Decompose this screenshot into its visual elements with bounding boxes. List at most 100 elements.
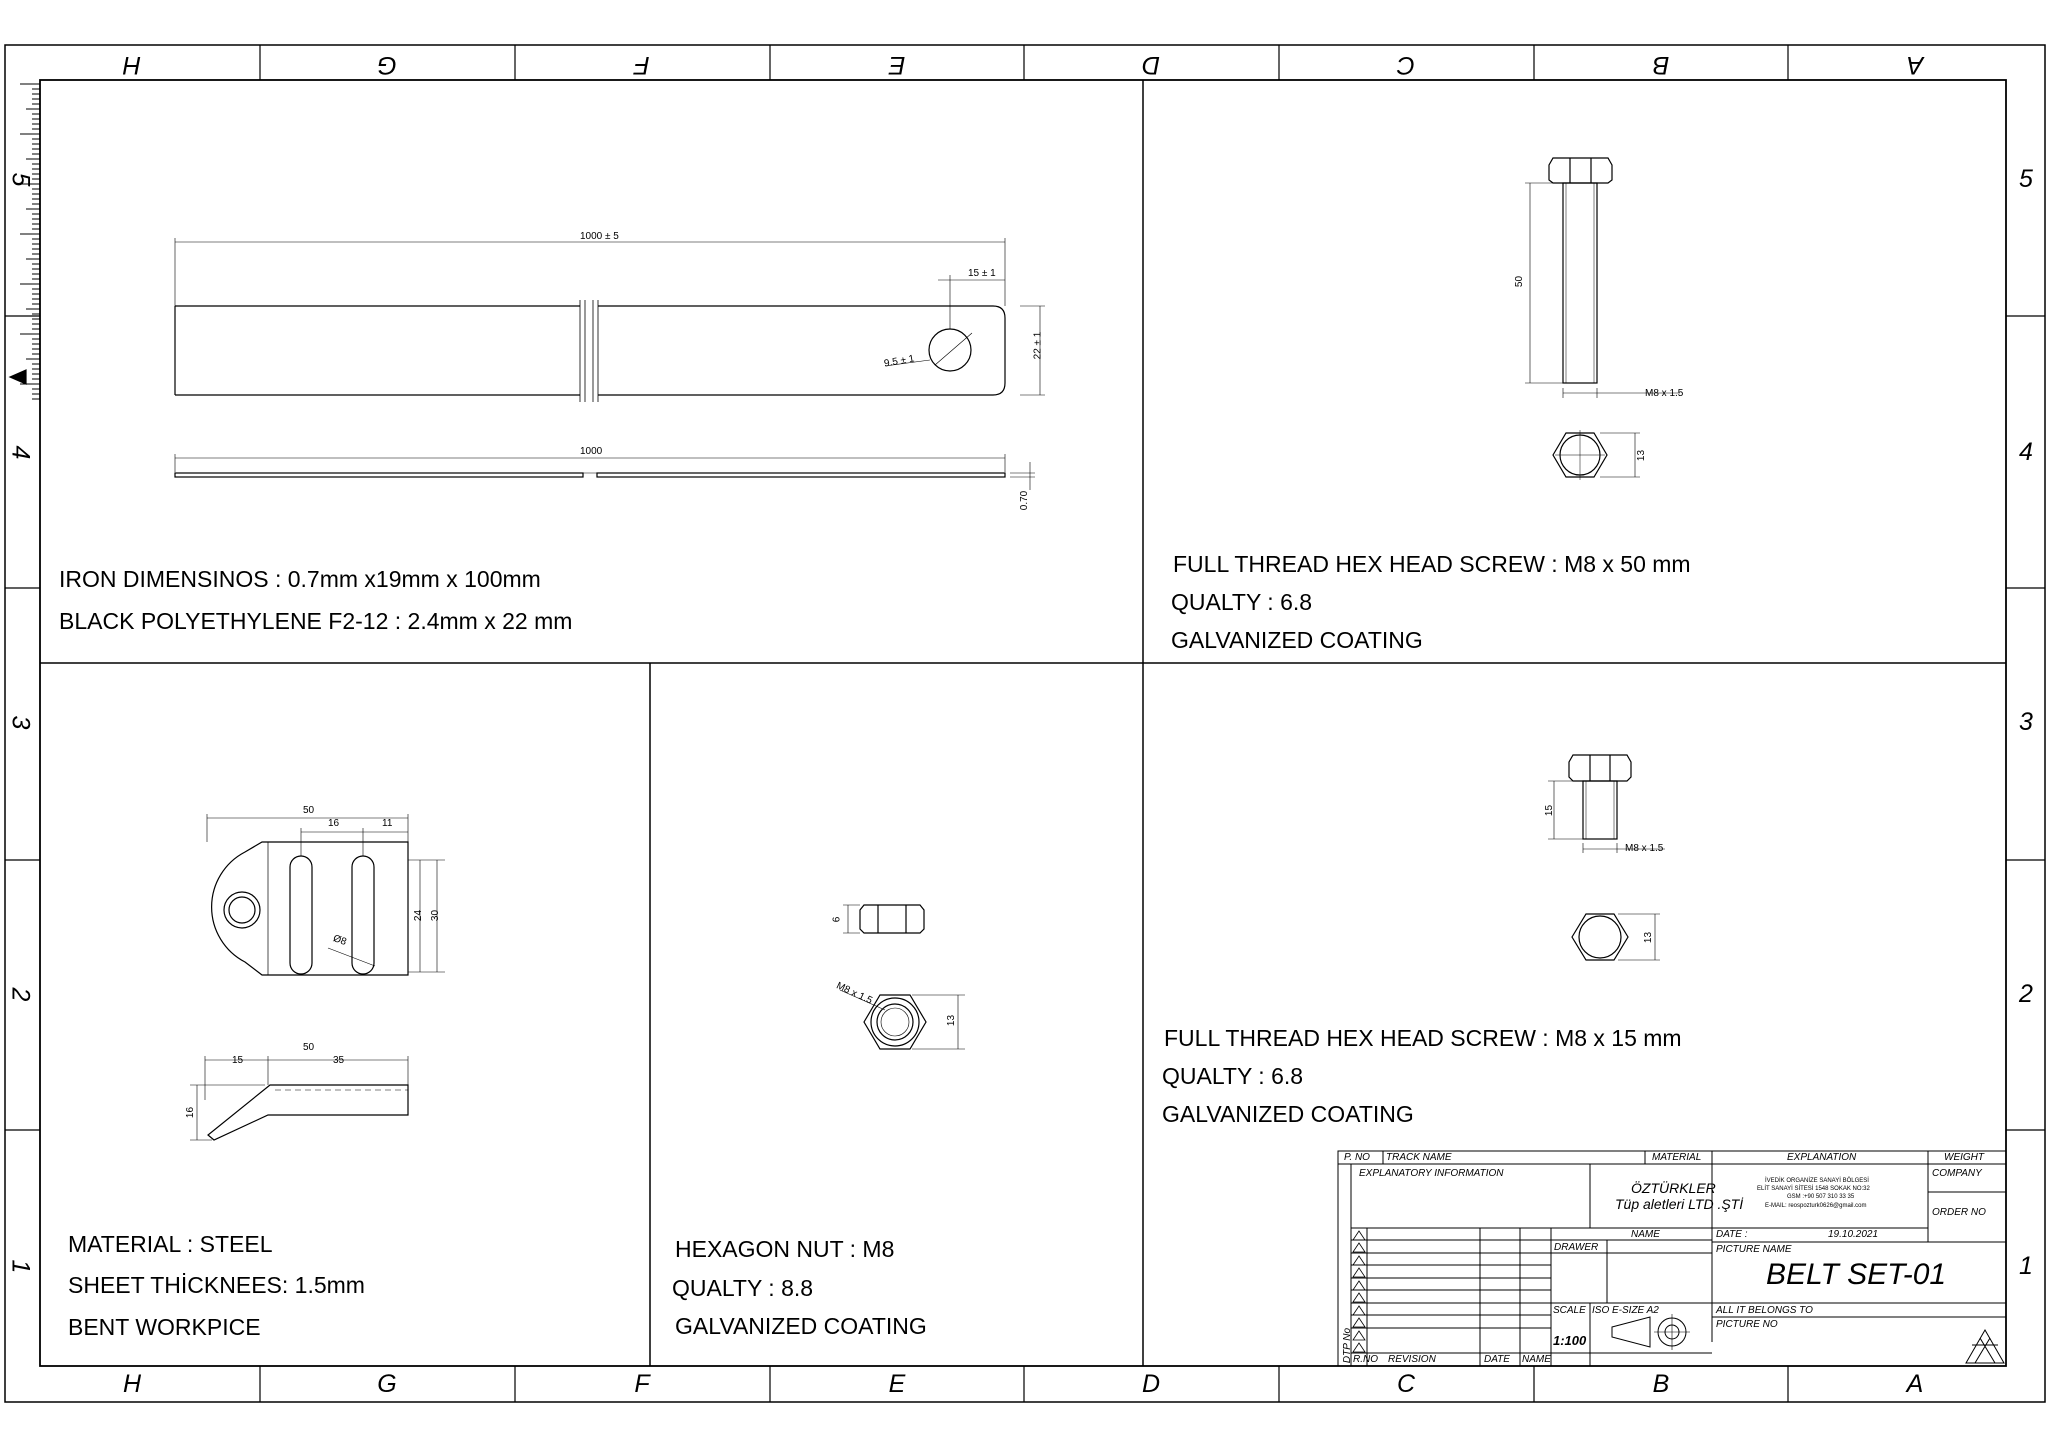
note-screw50-coating: GALVANIZED COATING [1171, 627, 1423, 653]
column-ticks [259, 45, 1789, 1402]
zone-col-top-g: G [377, 51, 397, 79]
zone-col-bottom-d: D [1141, 1370, 1161, 1398]
note-bent-workpiece: BENT WORKPICE [68, 1314, 261, 1340]
zone-row-left-1: 1 [6, 1259, 35, 1274]
tb-name-col-label: NAME [1522, 1354, 1551, 1365]
dim-bent-side-overall: 50 [303, 1042, 315, 1053]
bent-workpiece-top-dims [206, 814, 445, 973]
dim-bent-slot-gap: 16 [328, 818, 340, 829]
zone-col-top-a: A [1906, 51, 1924, 79]
dim-screw50-af: 13 [1636, 449, 1648, 462]
zone-col-top-d: D [1141, 51, 1161, 79]
zone-col-top-f: F [634, 51, 650, 79]
tb-picture-name-label: PICTURE NAME [1716, 1244, 1792, 1255]
tb-company-name: ÖZTÜRKLER [1631, 1180, 1716, 1196]
note-polyethylene: BLACK POLYETHYLENE F2-12 : 2.4mm x 22 mm [59, 608, 573, 634]
note-iron-dimensions: IRON DIMENSINOS : 0.7mm x19mm x 100mm [59, 566, 541, 592]
dim-strap-length: 1000 [580, 446, 603, 457]
tb-date-label: DATE : [1716, 1229, 1748, 1240]
bent-workpiece-side-view [207, 1084, 409, 1141]
zone-col-top-h: H [122, 51, 142, 79]
note-screw50-quality: QUALTY : 6.8 [1171, 589, 1313, 615]
company-logo [1965, 1328, 2005, 1364]
projection-symbol [1611, 1314, 1690, 1350]
ruler-marker [8, 369, 27, 385]
note-nut-quality: QUALTY : 8.8 [672, 1275, 814, 1301]
strap-side-view [174, 472, 1006, 478]
dim-bent-side-height: 16 [185, 1106, 197, 1119]
zone-row-right-1: 1 [2019, 1252, 2033, 1280]
title-block-lines [1337, 1150, 2007, 1367]
zone-row-right-5: 5 [2019, 165, 2033, 193]
hex-nut-side-view [859, 904, 925, 934]
dim-bent-side-bend: 15 [232, 1055, 244, 1066]
zone-col-bottom-f: F [634, 1370, 650, 1398]
dim-screw15-af: 13 [1643, 931, 1655, 944]
tb-track-header: TRACK NAME [1386, 1152, 1452, 1163]
tb-scale-label: SCALE [1553, 1305, 1586, 1316]
zone-col-bottom-b: B [1652, 1370, 1670, 1398]
zone-row-right-4: 4 [2019, 438, 2033, 466]
tb-belongs-label: ALL IT BELONGS TO [1716, 1305, 1813, 1316]
dim-screw50-length: 50 [1514, 275, 1526, 288]
screw-50-dims [1525, 182, 1680, 478]
tb-weight-header: WEIGHT [1944, 1152, 1984, 1163]
note-material: MATERIAL : STEEL [68, 1231, 273, 1257]
dim-screw50-thread: M8 x 1.5 [1645, 388, 1684, 399]
tb-explanation-header: EXPLANATION [1787, 1152, 1857, 1163]
strap-side-dims [174, 454, 1035, 490]
tb-picture-no-label: PICTURE NO [1716, 1319, 1778, 1330]
zone-col-top-c: C [1396, 51, 1416, 79]
strap-dims [174, 238, 1045, 396]
zone-row-left-3: 3 [6, 715, 35, 730]
tb-iso-label: ISO E-SIZE A2 [1592, 1305, 1659, 1316]
tb-explanatory: EXPLANATORY INFORMATION [1359, 1168, 1504, 1179]
tb-material-header: MATERIAL [1652, 1152, 1702, 1163]
dim-bent-overall: 50 [303, 805, 315, 816]
dim-nut-height: 6 [831, 916, 843, 923]
tb-pno-header: P. NO [1344, 1152, 1370, 1163]
tb-address-4: E-MAIL: reospozturk0626@gmail.com [1765, 1203, 1867, 1209]
outer-frame [4, 44, 2046, 1403]
dim-screw15-length: 15 [1544, 804, 1556, 817]
tb-address-1: İVEDİK ORGANİZE SANAYİ BÖLGESİ [1765, 1178, 1869, 1184]
note-screw15-quality: QUALTY : 6.8 [1162, 1063, 1304, 1089]
note-screw15-title: FULL THREAD HEX HEAD SCREW : M8 x 15 mm [1164, 1025, 1682, 1051]
dim-screw15-thread: M8 x 1.5 [1625, 843, 1664, 854]
dim-bent-inner-h: 24 [413, 909, 425, 922]
zone-col-top-b: B [1652, 51, 1670, 79]
zone-row-right-2: 2 [2019, 980, 2033, 1008]
note-nut-coating: GALVANIZED COATING [675, 1313, 927, 1339]
screw-50-view [1548, 157, 1613, 480]
tb-address-2: ELİT SANAYİ SİTESİ 1548 SOKAK NO:32 [1757, 1186, 1870, 1192]
bent-workpiece-top-view [211, 841, 409, 976]
tb-address-3: GSM :+90 507 310 33 35 [1787, 1194, 1855, 1200]
tb-scale-value: 1:100 [1553, 1333, 1587, 1348]
tb-dtp-label: DTP No [1342, 1327, 1354, 1364]
dim-bent-side-flat: 35 [333, 1055, 345, 1066]
zone-col-bottom-c: C [1396, 1370, 1416, 1398]
dim-bent-outer-h: 30 [430, 909, 442, 922]
zone-col-bottom-a: A [1906, 1370, 1924, 1398]
tb-picture-name: BELT SET-01 [1766, 1258, 1947, 1291]
tb-revision-label: REVISION [1388, 1354, 1436, 1365]
dim-strap-length-tol: 1000 ± 5 [580, 231, 619, 242]
zone-col-bottom-h: H [122, 1370, 142, 1398]
hex-nut-top-view [863, 994, 927, 1050]
zone-row-right-3: 3 [2019, 708, 2033, 736]
note-screw15-coating: GALVANIZED COATING [1162, 1101, 1414, 1127]
dim-nut-af: 13 [946, 1014, 958, 1027]
note-nut-title: HEXAGON NUT : M8 [675, 1236, 895, 1262]
tb-date-value: 19.10.2021 [1828, 1229, 1879, 1240]
row-ticks [5, 315, 2045, 1131]
screw-15-dims [1548, 780, 1665, 961]
dim-strap-hole-offset: 15 ± 1 [968, 268, 996, 279]
zone-row-left-4: 4 [6, 445, 35, 460]
tb-rno-label: R.NO [1353, 1354, 1378, 1365]
tb-date-col-label: DATE [1484, 1354, 1510, 1365]
zone-row-left-5: 5 [6, 172, 35, 187]
tb-company-label: COMPANY [1932, 1168, 1982, 1179]
tb-name-label: NAME [1631, 1229, 1660, 1240]
zone-col-bottom-g: G [377, 1370, 397, 1398]
